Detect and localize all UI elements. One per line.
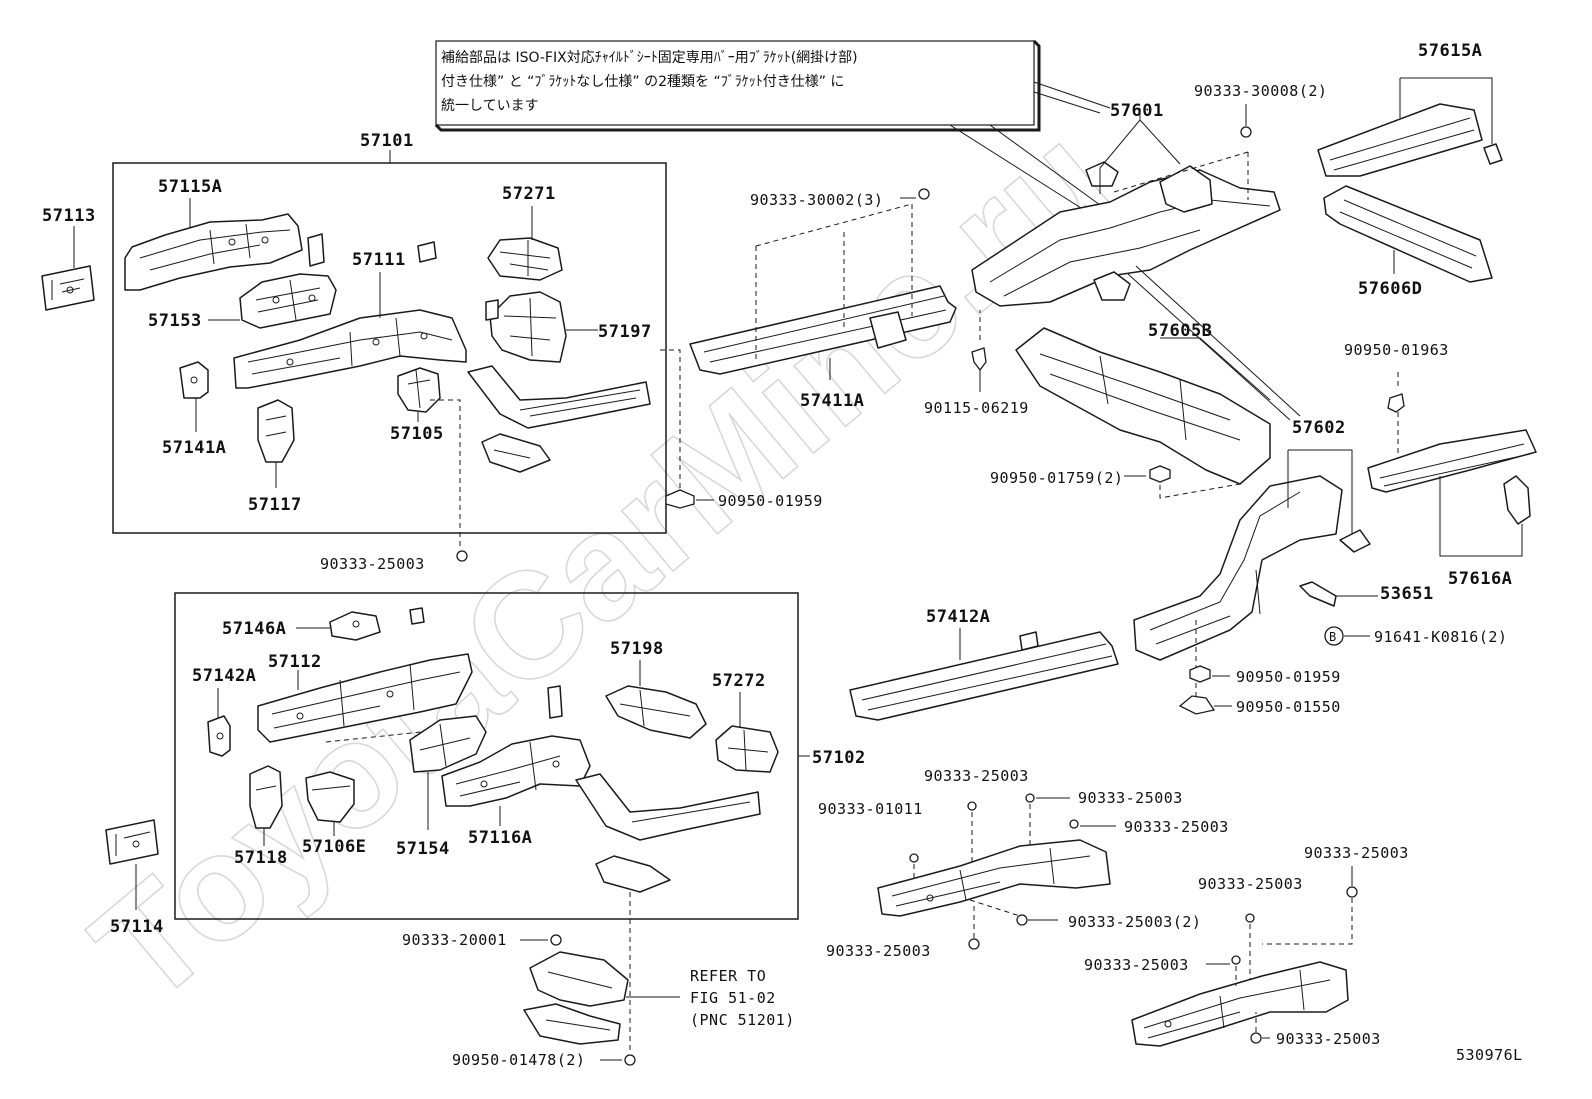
part-crossmember-ref (523, 951, 629, 1045)
label-90333-01011: 90333-01011 (818, 800, 923, 818)
label-90333-25003-e: 90333-25003(2) (1068, 913, 1201, 931)
label-90333-25003-h: 90333-25003 (1198, 875, 1303, 893)
label-57102: 57102 (812, 748, 866, 768)
label-90333-25003-a: 90333-25003 (320, 555, 425, 573)
label-57118: 57118 (234, 848, 288, 868)
label-57197: 57197 (598, 322, 652, 342)
part-57146A (329, 607, 425, 641)
label-57113: 57113 (42, 206, 96, 226)
part-57411A (689, 285, 957, 375)
part-57606D (1323, 185, 1493, 283)
part-57601 (971, 151, 1281, 307)
part-rear-member-b (1131, 961, 1349, 1047)
label-57411A: 57411A (800, 391, 864, 411)
label-57101: 57101 (360, 131, 414, 151)
label-90333-25003-d: 90333-25003 (1124, 818, 1229, 836)
part-57105 (397, 367, 441, 413)
refer-line-2: FIG 51-02 (690, 989, 776, 1007)
label-57105: 57105 (390, 424, 444, 444)
label-91641-K0816: 91641-K0816(2) (1374, 628, 1507, 646)
label-57112: 57112 (268, 652, 322, 672)
label-90333-25003-c: 90333-25003 (1078, 789, 1183, 807)
label-90333-20001: 90333-20001 (402, 931, 507, 949)
label-90115-06219: 90115-06219 (924, 399, 1029, 417)
label-57116A: 57116A (468, 828, 532, 848)
label-57602: 57602 (1292, 418, 1346, 438)
label-90333-25003-f: 90333-25003 (826, 942, 931, 960)
note-leader (949, 124, 1101, 221)
label-90950-01478: 90950-01478(2) (452, 1051, 585, 1069)
label-90333-25003-b: 90333-25003 (924, 767, 1029, 785)
note-box: 補給部品は ISO-FIX対応ﾁｬｲﾙﾄﾞｼｰﾄ固定専用ﾊﾞｰ用ﾌﾞﾗｹｯﾄ(網… (434, 39, 1111, 132)
note-line-2: 付き仕様” と “ﾌﾞﾗｹｯﾄなし仕様” の2種類を “ﾌﾞﾗｹｯﾄ付き仕様” … (441, 74, 844, 90)
label-90333-30008: 90333-30008(2) (1194, 82, 1327, 100)
label-57616A: 57616A (1448, 569, 1512, 589)
part-lower-rail-2 (575, 773, 761, 893)
part-bracket-a (307, 233, 325, 267)
part-57113 (41, 265, 95, 311)
part-57111 (233, 241, 467, 389)
part-57412A (849, 631, 1119, 721)
label-90333-30002: 90333-30002(3) (750, 191, 883, 209)
label-90333-25003-g: 90333-25003 (1304, 844, 1409, 862)
label-90950-01959-a: 90950-01959 (718, 492, 823, 510)
part-57116A (441, 735, 591, 807)
diagram-code: 530976L (1456, 1046, 1523, 1064)
part-57112 (257, 653, 473, 743)
part-57616A (1367, 429, 1537, 525)
part-57197 (485, 291, 567, 363)
part-57142A (207, 715, 231, 757)
label-57142A: 57142A (192, 666, 256, 686)
label-90950-01959-b: 90950-01959 (1236, 668, 1341, 686)
label-90950-01963: 90950-01963 (1344, 341, 1449, 359)
label-57111: 57111 (352, 250, 406, 270)
note-line-3: 統一しています (441, 98, 539, 114)
label-53651: 53651 (1380, 584, 1434, 604)
part-57198 (547, 685, 707, 739)
refer-line-1: REFER TO (690, 967, 766, 985)
part-front-lower-rail (467, 365, 651, 473)
label-57412A: 57412A (926, 607, 990, 627)
label-57117: 57117 (248, 495, 302, 515)
label-57146A: 57146A (222, 619, 286, 639)
part-53651 (1299, 581, 1337, 607)
label-57115A: 57115A (158, 177, 222, 197)
part-57118 (249, 765, 283, 829)
label-57605B: 57605B (1148, 321, 1212, 341)
part-57153 (239, 273, 337, 329)
label-57271: 57271 (502, 184, 556, 204)
label-57114: 57114 (110, 917, 164, 937)
part-rear-member-a (877, 839, 1111, 917)
label-57153: 57153 (148, 311, 202, 331)
label-90950-01759: 90950-01759(2) (990, 469, 1123, 487)
label-57106E: 57106E (302, 837, 366, 857)
part-57154 (409, 715, 487, 773)
label-57272: 57272 (712, 671, 766, 691)
part-57106E (305, 771, 355, 823)
label-57601: 57601 (1110, 101, 1164, 121)
part-57615A (1317, 103, 1503, 177)
part-57141A (179, 361, 209, 399)
callout-b-letter: B (1329, 630, 1337, 644)
label-57615A: 57615A (1418, 41, 1482, 61)
part-57602 (1133, 475, 1371, 661)
part-57272 (715, 725, 779, 773)
label-57198: 57198 (610, 639, 664, 659)
label-90333-25003-i: 90333-25003 (1084, 956, 1189, 974)
label-57141A: 57141A (162, 438, 226, 458)
label-90950-01550: 90950-01550 (1236, 698, 1341, 716)
refer-line-3: (PNC 51201) (690, 1011, 795, 1029)
part-57271 (487, 237, 563, 281)
label-57154: 57154 (396, 839, 450, 859)
part-57117 (257, 399, 295, 463)
label-57606D: 57606D (1358, 279, 1422, 299)
part-57115A (124, 213, 303, 291)
part-57605B (1015, 327, 1271, 485)
part-57114 (105, 819, 159, 865)
callout-b (1324, 626, 1344, 646)
note-line-1: 補給部品は ISO-FIX対応ﾁｬｲﾙﾄﾞｼｰﾄ固定専用ﾊﾞｰ用ﾌﾞﾗｹｯﾄ(網… (441, 50, 858, 66)
label-90333-25003-j: 90333-25003 (1276, 1030, 1381, 1048)
